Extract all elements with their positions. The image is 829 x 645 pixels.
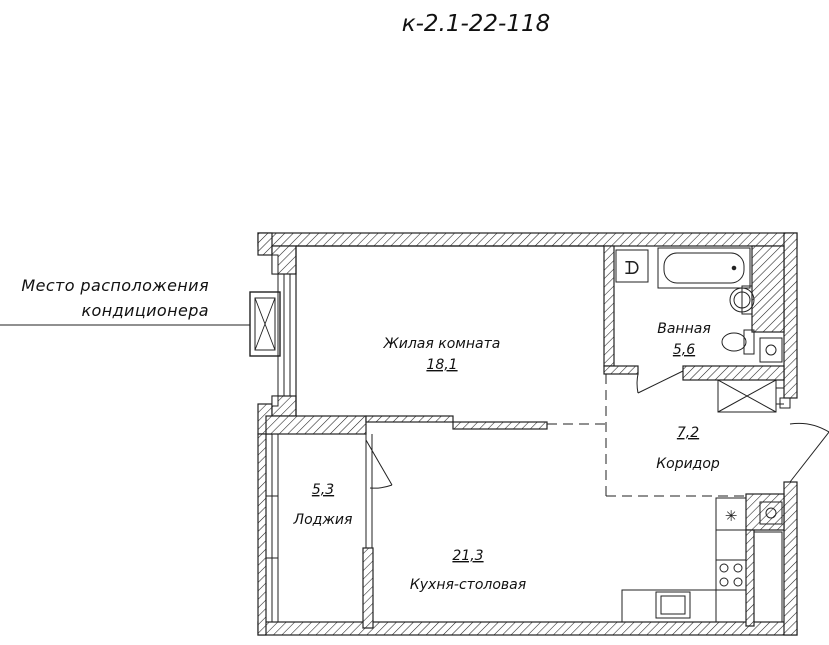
- washing-machine-icon: ᗪ: [615, 249, 649, 283]
- zone-boundaries: [547, 374, 746, 497]
- room-name-kitchen: Кухня-столовая: [410, 577, 526, 593]
- room-name-corridor: Коридор: [656, 456, 720, 472]
- annotation-line-2: кондиционера: [81, 301, 209, 320]
- annotation-line-1: Место расположения: [21, 276, 209, 295]
- room-area-corridor: 7,2: [677, 425, 699, 441]
- ventilation-shaft-icon: [753, 337, 783, 623]
- svg-text:✳: ✳: [725, 507, 738, 525]
- loggia-glazing: [265, 433, 279, 623]
- room-name-loggia: Лоджия: [293, 512, 353, 528]
- wardrobe-icon: [717, 379, 784, 413]
- loggia-door: [365, 434, 393, 548]
- exterior-walls: [257, 232, 798, 636]
- living-window: [271, 254, 291, 407]
- stove-icon: [715, 559, 747, 591]
- room-name-bath: Ванная: [657, 321, 711, 337]
- bathtub-icon: [657, 247, 751, 289]
- bathroom-door: [636, 370, 684, 394]
- interior-walls: [265, 245, 785, 629]
- plan-code: к-2.1-22-118: [402, 11, 551, 37]
- room-area-kitchen: 21,3: [452, 548, 483, 564]
- fridge-icon: ✳: [715, 497, 747, 531]
- room-name-living: Жилая комната: [383, 336, 501, 352]
- room-area-loggia: 5,3: [312, 482, 334, 498]
- entrance-door: [779, 397, 829, 483]
- kitchen-sink-icon: [655, 591, 691, 619]
- svg-text:ᗪ: ᗪ: [625, 258, 640, 279]
- toilet-icon: [721, 329, 755, 355]
- room-area-living: 18,1: [426, 357, 457, 373]
- room-area-bath: 5,6: [673, 342, 695, 358]
- living-room-outline: [295, 245, 604, 416]
- air-conditioner-icon: [249, 291, 281, 357]
- sink-icon: [729, 285, 755, 315]
